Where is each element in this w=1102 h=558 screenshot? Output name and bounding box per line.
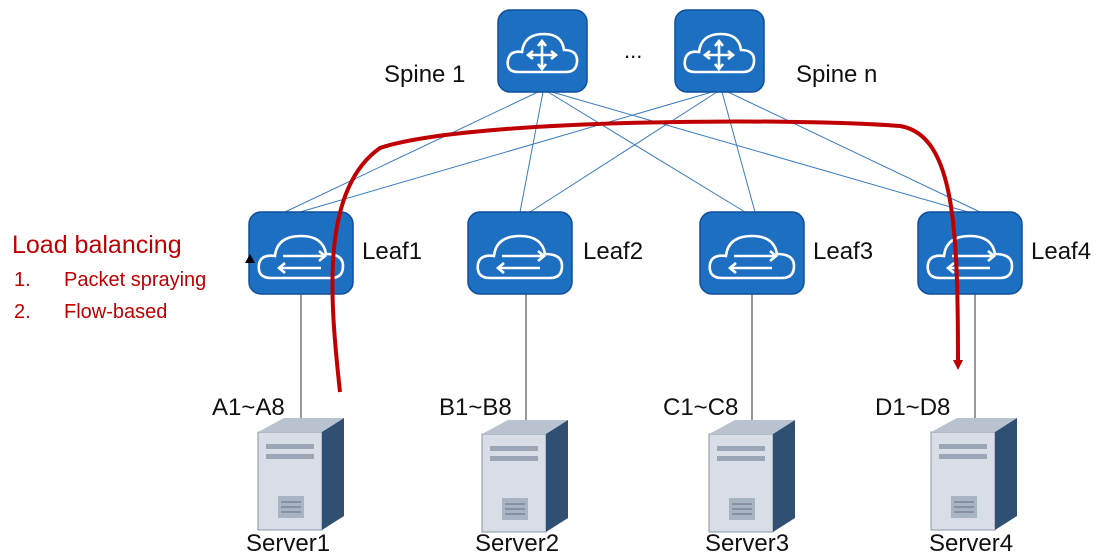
- load-balancing-item-1-text: Packet spraying: [64, 269, 207, 291]
- server-2-label: Server2: [475, 530, 560, 557]
- small-up-arrow-icon: [245, 254, 255, 263]
- load-balancing-item-1-number: 1.: [14, 269, 31, 291]
- leaf-3: [699, 211, 805, 295]
- server-tower-icon: [708, 420, 795, 533]
- link-spine1-leaf3: [547, 91, 746, 213]
- flow-path-arrow: [330, 119, 963, 393]
- leaf-2-label: Leaf2: [583, 238, 644, 265]
- spine-n-label: Spine n: [796, 61, 878, 88]
- leaf-4-box: [917, 211, 1023, 295]
- port-label-server1: A1~A8: [212, 394, 285, 421]
- load-balancing-item-1: 1. Packet spraying: [14, 269, 206, 292]
- spine-1-label: Spine 1: [384, 61, 466, 88]
- switch-cloud-icon: [257, 234, 345, 280]
- link-spine1-leaf1: [284, 91, 539, 213]
- server-4-label: Server4: [929, 530, 1014, 557]
- server-tower-icon: [481, 420, 568, 533]
- switch-cloud-icon: [926, 234, 1014, 280]
- server-3-label: Server3: [705, 530, 790, 557]
- leaf-2-box: [467, 211, 573, 295]
- load-balancing-item-2-number: 2.: [14, 301, 31, 323]
- spine-1: [497, 9, 588, 93]
- link-spine1-leaf2: [519, 91, 544, 213]
- server-2: [481, 420, 568, 533]
- leaf-2: [467, 211, 573, 295]
- load-balancing-title: Load balancing: [12, 231, 182, 259]
- leaf-4: [917, 211, 1023, 295]
- leaf-1: [248, 211, 354, 295]
- spine-leaf-links: [284, 91, 981, 213]
- leaf-server-links: [300, 294, 976, 425]
- router-cloud-icon: [683, 32, 756, 74]
- port-label-server3: C1~C8: [663, 394, 739, 421]
- leaf-3-box: [699, 211, 805, 295]
- spine-n: [674, 9, 765, 93]
- link-spinen-leaf2: [529, 91, 718, 213]
- leaf-1-label: Leaf1: [362, 238, 423, 265]
- port-label-server2: B1~B8: [439, 394, 512, 421]
- server-3: [708, 420, 795, 533]
- server-1-label: Server1: [246, 530, 331, 557]
- leaf-3-label: Leaf3: [813, 238, 874, 265]
- link-spinen-leaf4: [727, 91, 981, 213]
- link-spine1-leaf4: [551, 91, 969, 213]
- router-cloud-icon: [506, 32, 579, 74]
- switch-cloud-icon: [708, 234, 796, 280]
- leaf-1-box: [248, 211, 354, 295]
- server-tower-icon: [257, 418, 344, 531]
- load-balancing-item-2-text: Flow-based: [64, 301, 168, 323]
- leaf-4-label: Leaf4: [1031, 238, 1092, 265]
- server-tower-icon: [930, 418, 1017, 531]
- port-label-server4: D1~D8: [875, 394, 951, 421]
- load-balancing-item-2: 2. Flow-based: [14, 301, 167, 324]
- spine-ellipsis: ...: [624, 38, 643, 63]
- server-1: [257, 418, 344, 531]
- switch-cloud-icon: [476, 234, 564, 280]
- link-spinen-leaf1: [299, 91, 713, 213]
- server-4: [930, 418, 1017, 531]
- link-spinen-leaf3: [721, 91, 756, 213]
